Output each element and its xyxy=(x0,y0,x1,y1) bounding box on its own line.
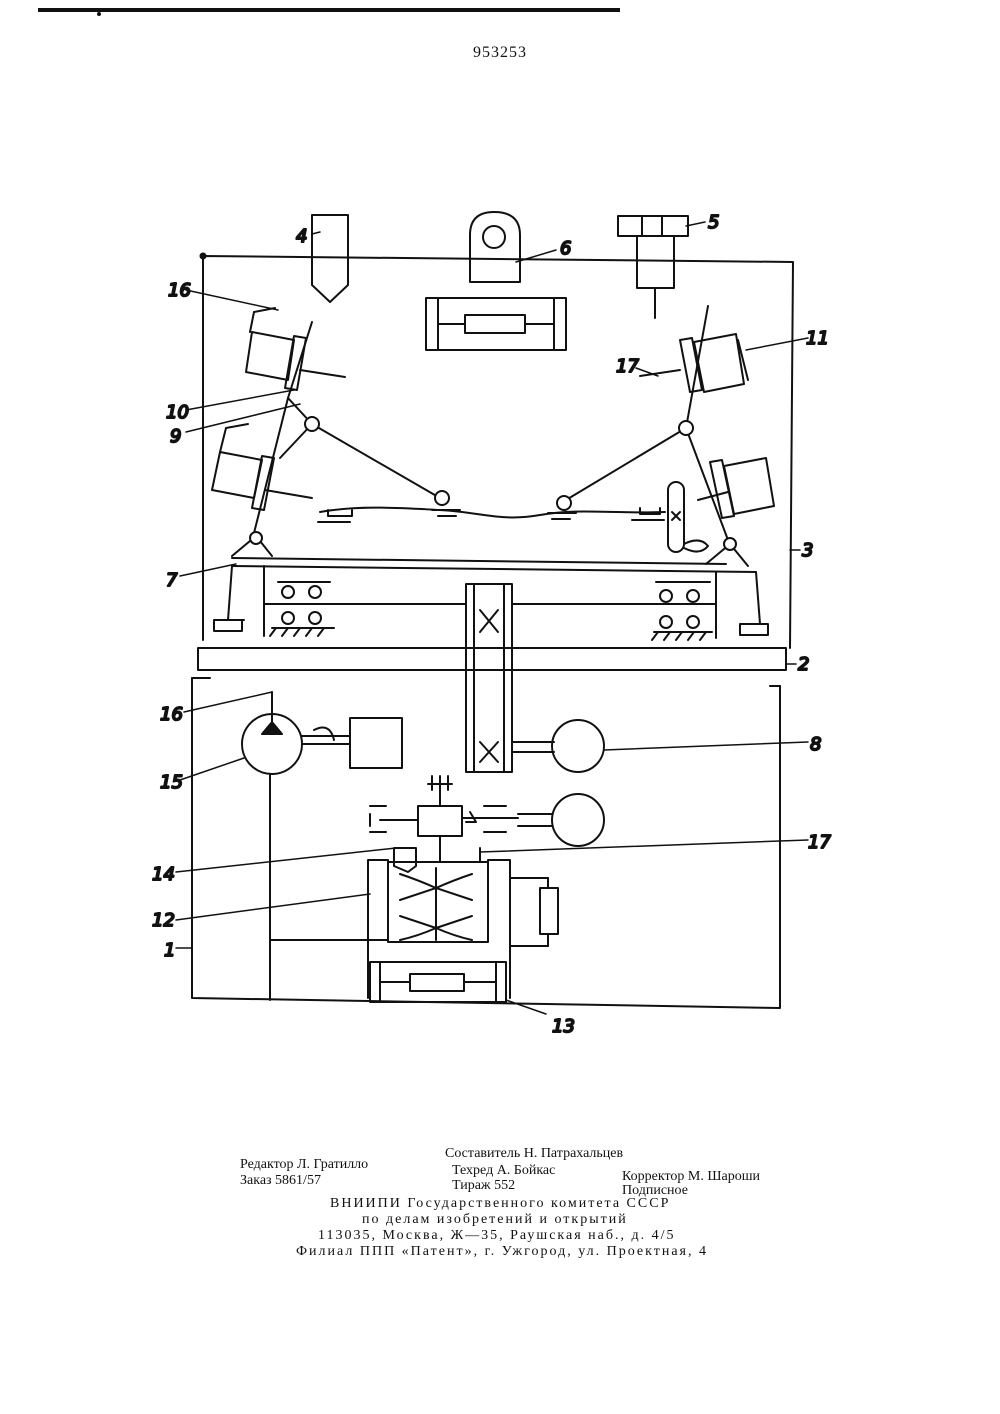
label-3: 3 xyxy=(802,540,813,561)
drum-right-lower xyxy=(710,458,774,518)
label-9: 9 xyxy=(170,426,181,447)
part-4 xyxy=(312,215,348,302)
lever-right xyxy=(668,482,708,552)
imprint-org-line2: по делам изобретений и открытий xyxy=(362,1212,628,1228)
label-5: 5 xyxy=(708,212,719,233)
label-16-bottom: 16 xyxy=(160,704,183,725)
wavy-band xyxy=(320,508,665,518)
plate-2 xyxy=(198,648,786,670)
label-2: 2 xyxy=(798,654,809,675)
imprint-org-line1: ВНИИПИ Государственного комитета СССР xyxy=(330,1196,670,1212)
label-13: 13 xyxy=(552,1016,575,1037)
part-5 xyxy=(618,216,688,318)
left-frames xyxy=(254,322,449,533)
drum-left-upper xyxy=(246,308,306,390)
imprint-branch: Филиал ППП «Патент», г. Ужгород, ул. Про… xyxy=(296,1244,708,1260)
label-10: 10 xyxy=(166,402,189,423)
label-14: 14 xyxy=(152,864,175,885)
imprint-address: 113035, Москва, Ж—35, Раушская наб., д. … xyxy=(318,1228,676,1244)
label-17-top: 17 xyxy=(616,356,639,377)
label-16-top: 16 xyxy=(168,280,191,301)
drum-left-lower xyxy=(212,424,274,510)
label-6: 6 xyxy=(560,238,571,259)
lower-housing xyxy=(192,678,780,1008)
label-12: 12 xyxy=(152,910,175,931)
drum-right-upper xyxy=(680,334,748,392)
imprint-techred: Техред А. Бойкас xyxy=(452,1163,555,1179)
imprint-compiler: Составитель Н. Патрахальцев xyxy=(445,1146,623,1162)
imprint-editor: Редактор Л. Гратилло xyxy=(240,1157,368,1173)
label-7: 7 xyxy=(166,570,178,591)
label-1: 1 xyxy=(164,940,175,961)
imprint-circulation: Тираж 552 xyxy=(452,1178,515,1194)
label-11: 11 xyxy=(806,328,829,349)
vertical-shaft xyxy=(466,584,604,772)
bearings xyxy=(270,582,712,640)
block-13 xyxy=(370,962,506,1002)
sensor-block-top xyxy=(426,298,566,350)
label-8: 8 xyxy=(810,734,821,755)
pump-15 xyxy=(242,692,402,1000)
part-6 xyxy=(470,212,520,282)
label-17-bottom: 17 xyxy=(808,832,831,853)
label-15: 15 xyxy=(160,772,183,793)
label-4: 4 xyxy=(296,226,307,247)
imprint-order: Заказ 5861/57 xyxy=(240,1173,321,1189)
